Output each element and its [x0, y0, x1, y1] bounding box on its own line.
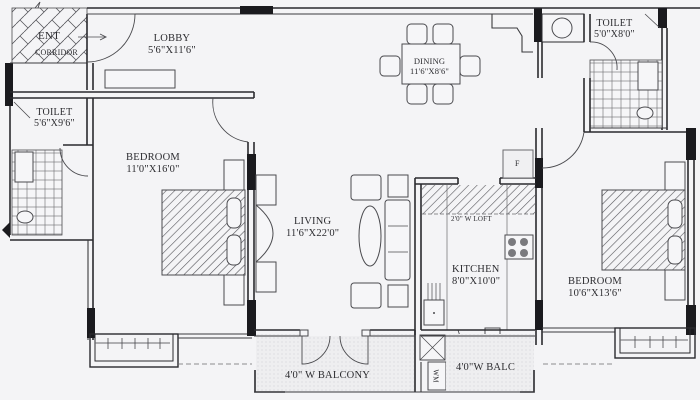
balc-small-label: 4'0"W BALC [456, 362, 515, 374]
room-dimensions: 5'6"X9'6" [34, 118, 75, 129]
balcony [254, 328, 535, 393]
room-name: KITCHEN [452, 264, 500, 275]
loft-label: 2'0" W LOFT [451, 213, 492, 225]
outer-walls [5, 6, 533, 235]
fridge-icon: F [515, 159, 520, 168]
room-name: TOILET [596, 18, 633, 29]
room-name: ENT [38, 30, 60, 42]
room-dimensions: 11'0"X16'0" [126, 164, 180, 175]
room-dimensions: 11'6"X22'0" [286, 228, 340, 239]
room-name: 4'0" W BALCONY [285, 370, 371, 381]
toilet-left [2, 98, 94, 241]
kitchen [414, 149, 536, 392]
corridor-label: CORRIDOR [35, 47, 78, 59]
room-name: DINING [413, 56, 446, 66]
toilet-left-label: TOILET 5'6"X9'6" [34, 107, 75, 129]
room-dimensions: 5'0"X8'0" [594, 29, 635, 40]
room-dimensions: 5'6"X11'6" [148, 45, 196, 56]
room-dimensions: 11'6"X8'6" [410, 66, 450, 76]
room-name: BEDROOM [126, 152, 180, 163]
room-dimensions: 10'6"X13'6" [568, 288, 622, 299]
room-name: 4'0"W BALC [456, 362, 516, 373]
entrance-corridor [11, 1, 88, 64]
loft-annotation: 2'0" W LOFT [451, 215, 492, 223]
room-dimensions: 8'0"X10'0" [452, 276, 501, 287]
utility-walls [491, 7, 700, 133]
room-name: LIVING [293, 216, 332, 227]
bedroom-left-label: BEDROOM 11'0"X16'0" [126, 152, 180, 176]
room-name: LOBBY [153, 33, 191, 44]
toilet-right-label: TOILET 5'0"X8'0" [594, 18, 635, 40]
living-room [255, 174, 411, 309]
bedroom-right [535, 128, 696, 365]
room-subtitle: CORRIDOR [35, 48, 78, 57]
dining-area [379, 23, 481, 105]
room-name: TOILET [36, 107, 73, 118]
fridge-label: F [515, 158, 520, 170]
bedroom-left [87, 97, 256, 368]
kitchen-label: KITCHEN 8'0"X10'0" [452, 264, 500, 288]
bedroom-right-label: BEDROOM 10'6"X13'6" [568, 276, 622, 300]
living-label: LIVING 11'6"X22'0" [286, 216, 339, 240]
balcony-label: 4'0" W BALCONY [285, 370, 370, 382]
entrance-label: ENT [38, 30, 60, 42]
washing-machine-label: WM [430, 369, 442, 382]
room-name: BEDROOM [568, 276, 622, 287]
washing-machine-icon: WM [431, 369, 440, 383]
dining-label: DINING 11'6"X8'6" [410, 56, 449, 76]
lobby-label: LOBBY 5'6"X11'6" [148, 33, 196, 57]
